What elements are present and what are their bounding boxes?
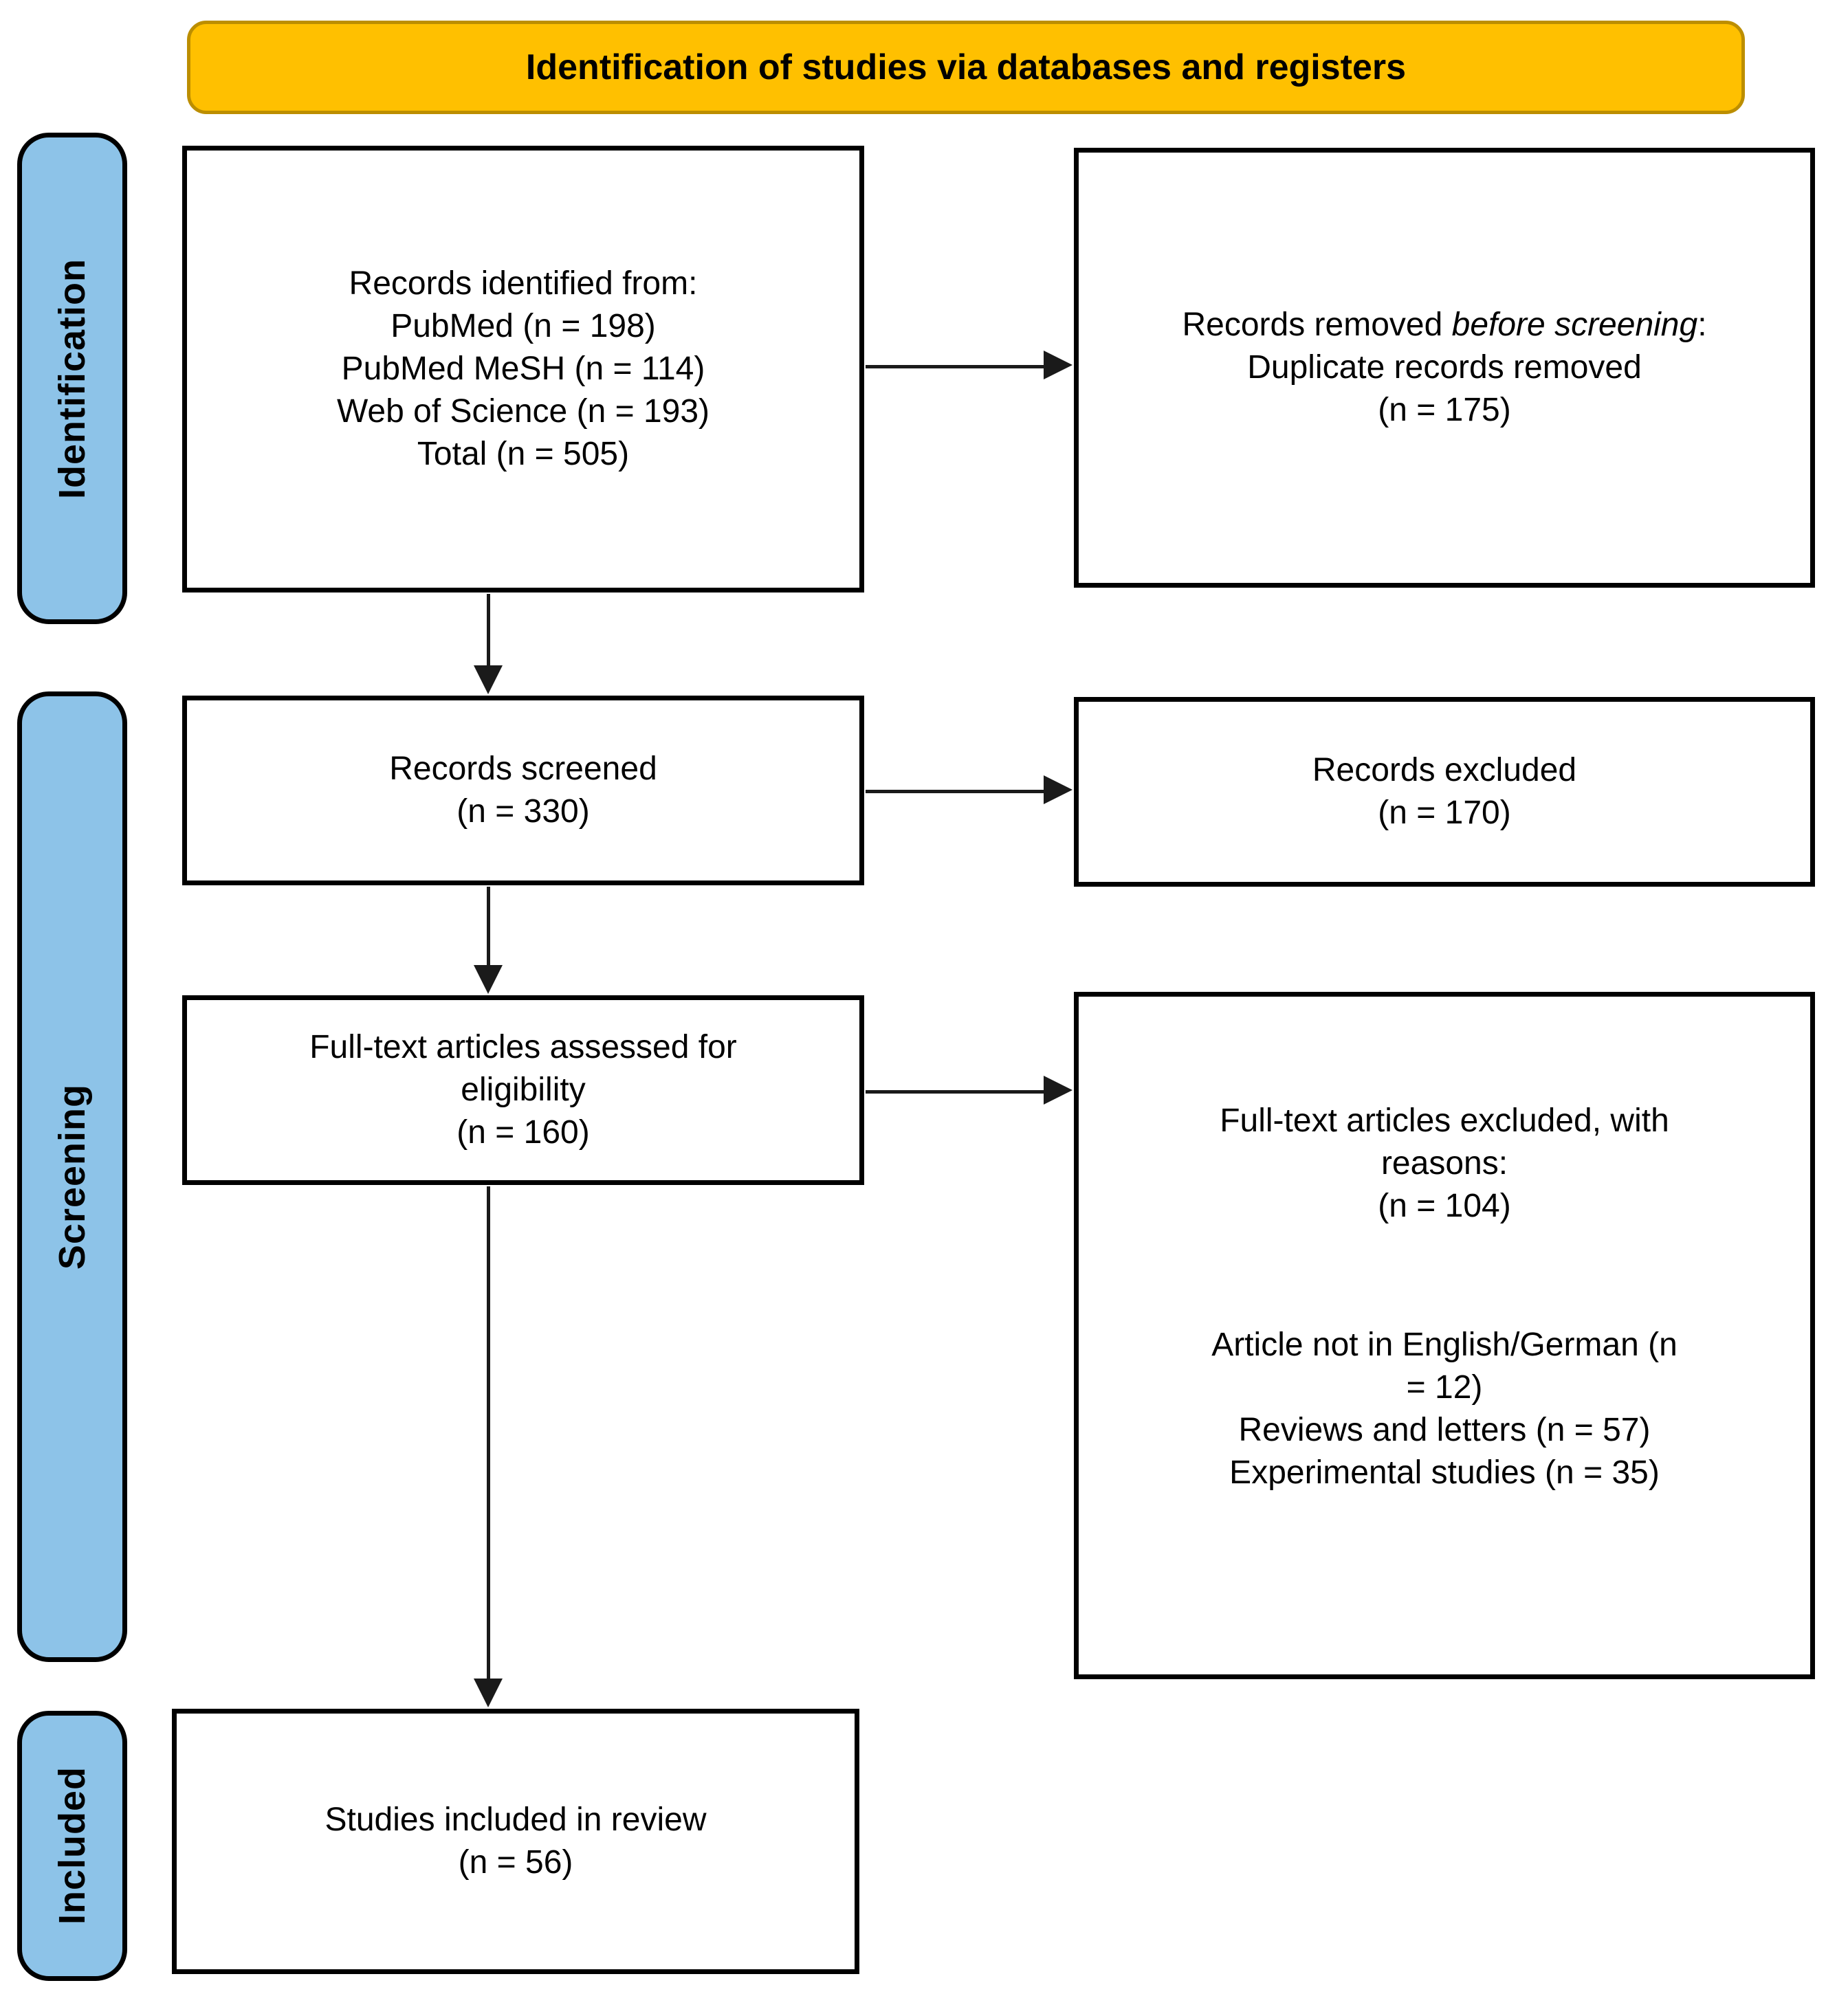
box-line: Experimental studies (n = 35): [1229, 1454, 1660, 1491]
box-line: Full-text articles excluded, with: [1220, 1103, 1669, 1139]
box-line: Web of Science (n = 193): [336, 393, 710, 430]
arrow-fulltext-to-ftexcluded-line: [866, 1090, 1046, 1094]
stage-screening-label: Screening: [52, 1083, 93, 1270]
box-records-screened: Records screened (n = 330): [182, 696, 864, 885]
stage-included: Included: [17, 1711, 127, 1981]
arrow-screened-to-fulltext-line: [487, 887, 490, 965]
stage-screening: Screening: [17, 691, 127, 1662]
box-records-identified: Records identified from: PubMed (n = 198…: [182, 146, 864, 592]
arrow-fulltext-to-included-line: [487, 1186, 490, 1679]
box-line: Records identified from:: [349, 265, 698, 302]
arrow-identified-to-screened-line: [487, 594, 490, 667]
box-line: PubMed (n = 198): [390, 308, 656, 344]
arrow-fulltext-to-ftexcluded-head: [1044, 1076, 1072, 1105]
box-fulltext-assessed: Full-text articles assessed for eligibil…: [182, 995, 864, 1185]
box-line: (n = 330): [456, 793, 590, 830]
box-line: Studies included in review: [324, 1802, 707, 1838]
arrow-identified-to-removed-line: [866, 365, 1046, 368]
box-line-italic-text: before screening: [1451, 307, 1698, 343]
arrow-screened-to-excluded-line: [866, 790, 1046, 793]
box-line: Records excluded: [1312, 752, 1577, 788]
arrow-identified-to-removed-head: [1044, 351, 1072, 379]
fulltext-excluded-reasons: Article not in English/German (n = 12) R…: [1211, 1324, 1678, 1494]
box-studies-included: Studies included in review (n = 56): [172, 1709, 859, 1974]
arrow-screened-to-fulltext-head: [474, 965, 503, 994]
box-line: Reviews and letters (n = 57): [1238, 1412, 1651, 1448]
stage-identification-label: Identification: [52, 258, 93, 499]
box-line: Article not in English/German (n: [1211, 1327, 1678, 1363]
box-line: reasons:: [1380, 1145, 1508, 1182]
box-line: (n = 104): [1378, 1188, 1511, 1224]
box-line: PubMed MeSH (n = 114): [341, 351, 705, 387]
box-line: = 12): [1406, 1369, 1483, 1406]
box-line-text: Records removed: [1182, 307, 1452, 343]
stage-identification: Identification: [17, 133, 127, 624]
box-line: (n = 170): [1378, 795, 1511, 831]
box-fulltext-excluded: Full-text articles excluded, with reason…: [1074, 992, 1815, 1679]
stage-included-label: Included: [52, 1766, 93, 1925]
box-line: Duplicate records removed: [1247, 349, 1642, 386]
box-line: Records screened: [389, 751, 657, 787]
banner-title: Identification of studies via databases …: [525, 47, 1407, 87]
box-line: (n = 175): [1378, 392, 1511, 428]
box-line: Records removed before screening:: [1182, 304, 1706, 346]
box-line: Total (n = 505): [417, 436, 630, 472]
fulltext-excluded-header: Full-text articles excluded, with reason…: [1220, 1100, 1669, 1228]
box-records-removed: Records removed before screening: Duplic…: [1074, 148, 1815, 588]
box-line: (n = 160): [456, 1114, 590, 1151]
arrow-screened-to-excluded-head: [1044, 775, 1072, 804]
banner: Identification of studies via databases …: [187, 21, 1745, 114]
box-line: (n = 56): [458, 1844, 573, 1881]
box-line: eligibility: [461, 1072, 586, 1108]
box-line: Full-text articles assessed for: [309, 1029, 737, 1065]
arrow-fulltext-to-included-head: [474, 1679, 503, 1707]
box-records-excluded: Records excluded (n = 170): [1074, 697, 1815, 887]
arrow-identified-to-screened-head: [474, 665, 503, 694]
box-line-text: :: [1697, 307, 1707, 343]
